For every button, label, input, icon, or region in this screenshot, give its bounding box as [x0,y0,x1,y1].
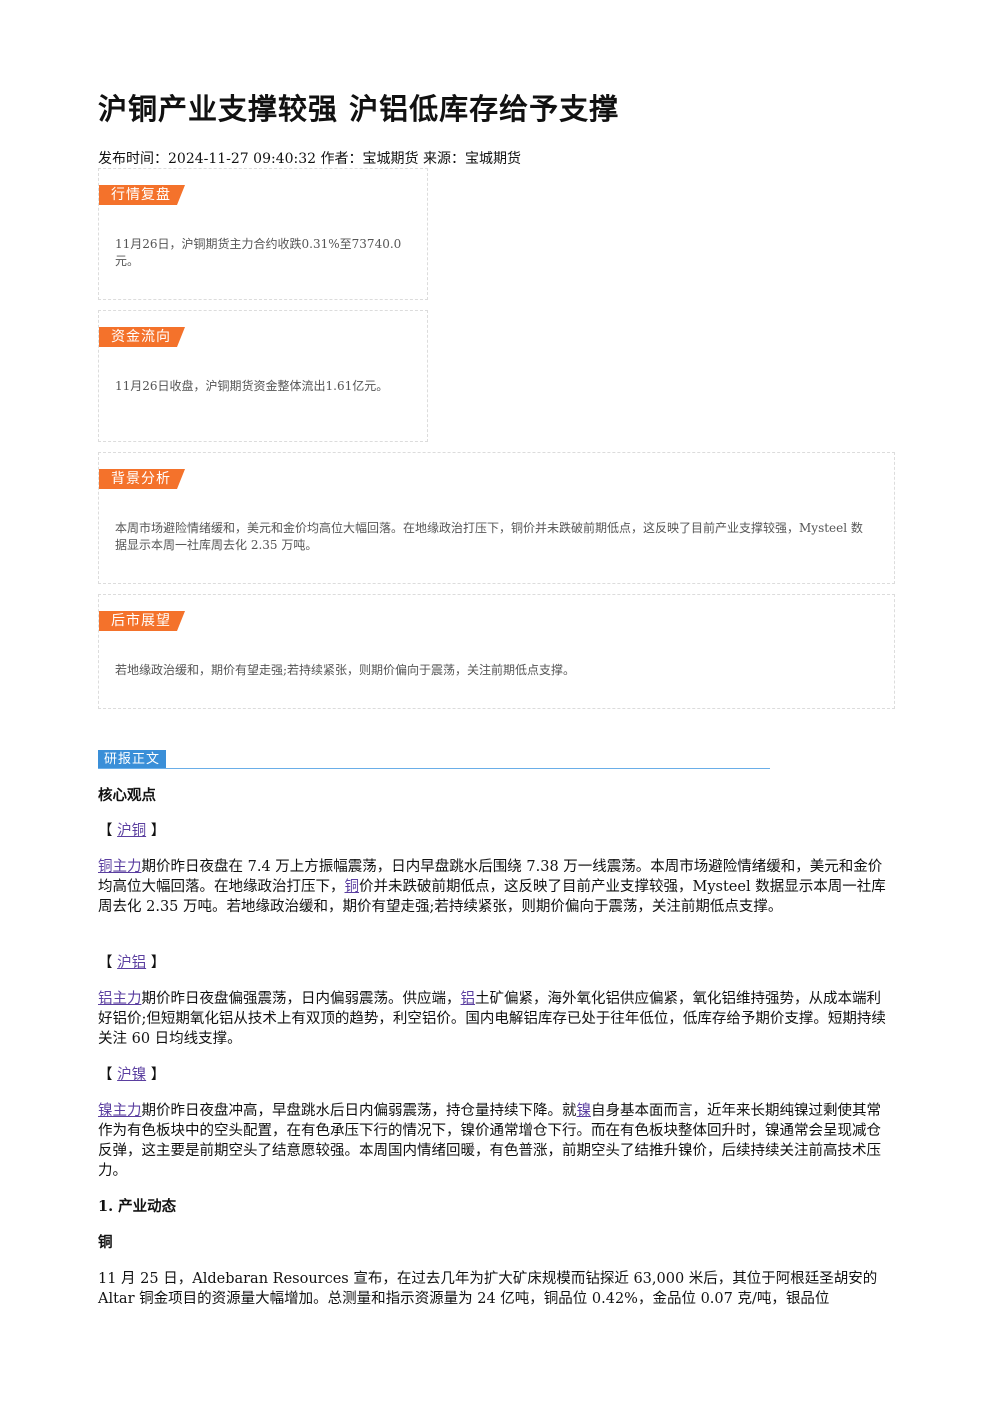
capital-flow-tag: 资金流向 [99,327,185,347]
outlook-tag: 后市展望 [99,611,185,631]
core-view-heading: 核心观点 [98,787,156,804]
aluminum-paragraph: 铝主力期价昨日夜盘偏强震荡，日内偏弱震荡。供应端，铝土矿偏紧，海外氧化铝供应偏紧… [98,989,892,1049]
copper-subheading: 铜 [98,1234,113,1251]
copper-paragraph: 铜主力期价昨日夜盘在 7.4 万上方振幅震荡，日内早盘跳水后围绕 7.38 万一… [98,857,892,917]
bracket-open: 【 [98,1067,118,1083]
aluminum-main-link[interactable]: 铝主力 [98,991,142,1007]
copper-main-link[interactable]: 铜主力 [98,859,142,875]
industry-paragraph: 11 月 25 日，Aldebaran Resources 宣布，在过去几年为扩… [98,1271,878,1307]
bracket-close: 】 [146,1067,166,1083]
bracket-close: 】 [146,955,166,971]
aluminum-text-2: 土矿偏紧，海外氧化铝供应偏紧，氧化铝维持强势，从成本端利好铝价;但短期氧化铝从技… [98,991,886,1047]
report-divider [98,768,770,769]
nickel-text-1: 期价昨日夜盘冲高，早盘跳水后日内偏弱震荡，持仓量持续下降。就 [141,1103,577,1119]
background-box: 背景分析 本周市场避险情绪缓和，美元和金价均高位大幅回落。在地缘政治打压下，铜价… [98,452,895,584]
background-tag: 背景分析 [99,469,185,489]
article-meta: 发布时间：2024-11-27 09:40:32 作者：宝城期货 来源：宝城期货 [98,151,521,167]
article-title: 沪铜产业支撑较强 沪铝低库存给予支撑 [98,92,620,126]
nickel-section-label: 【 沪镍 】 [98,1065,892,1085]
nickel-link[interactable]: 沪镍 [117,1067,147,1083]
aluminum-link[interactable]: 沪铝 [117,955,147,971]
copper-link-inline[interactable]: 铜 [344,879,360,895]
copper-text-2: 价并未跌破前期低点，这反映了目前产业支撑较强，Mysteel 数据显示本周一社库… [98,879,886,915]
nickel-link-inline[interactable]: 镍 [576,1103,592,1119]
capital-flow-text: 11月26日收盘，沪铜期货资金整体流出1.61亿元。 [115,379,389,393]
bracket-open: 【 [98,955,118,971]
background-text: 本周市场避险情绪缓和，美元和金价均高位大幅回落。在地缘政治打压下，铜价并未跌破前… [115,521,863,552]
copper-link[interactable]: 沪铜 [117,823,147,839]
copper-section-label: 【 沪铜 】 [98,821,892,841]
outlook-box: 后市展望 若地缘政治缓和，期价有望走强;若持续紧张，则期价偏向于震荡，关注前期低… [98,594,895,709]
capital-flow-box: 资金流向 11月26日收盘，沪铜期货资金整体流出1.61亿元。 [98,310,428,442]
report-body-tag: 研报正文 [98,750,167,769]
market-review-box: 行情复盘 11月26日，沪铜期货主力合约收跌0.31%至73740.0元。 [98,168,428,300]
nickel-text-2: 自身基本面而言，近年来长期纯镍过剩使其常作为有色板块中的空头配置，在有色承压下行… [98,1103,881,1179]
aluminum-link-inline[interactable]: 铝 [460,991,476,1007]
nickel-main-link[interactable]: 镍主力 [98,1103,142,1119]
outlook-text: 若地缘政治缓和，期价有望走强;若持续紧张，则期价偏向于震荡，关注前期低点支撑。 [115,663,576,677]
copper-text-1: 期价昨日夜盘在 7.4 万上方振幅震荡，日内早盘跳水后围绕 7.38 万一线震荡… [98,859,883,895]
aluminum-section-label: 【 沪铝 】 [98,953,892,973]
nickel-paragraph: 镍主力期价昨日夜盘冲高，早盘跳水后日内偏弱震荡，持仓量持续下降。就镍自身基本面而… [98,1101,892,1181]
industry-heading: 1. 产业动态 [98,1198,177,1215]
market-review-text: 11月26日，沪铜期货主力合约收跌0.31%至73740.0元。 [115,237,402,268]
aluminum-text-1: 期价昨日夜盘偏强震荡，日内偏弱震荡。供应端， [141,991,461,1007]
market-review-tag: 行情复盘 [99,185,185,205]
bracket-open: 【 [98,823,118,839]
bracket-close: 】 [146,823,166,839]
